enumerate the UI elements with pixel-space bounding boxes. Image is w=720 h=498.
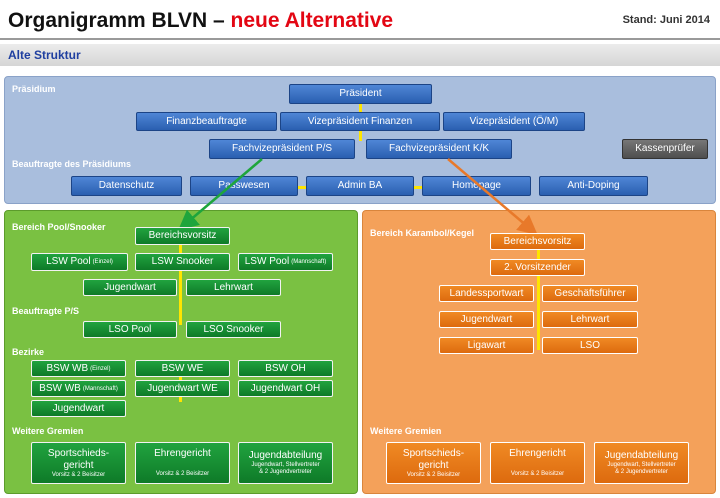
bsw-oh: BSW OH	[238, 360, 333, 377]
bsw-wb-mannschaft: BSW WB(Mannschaft)	[31, 380, 126, 397]
pool-lehrwart: Lehrwart	[186, 279, 281, 296]
karambol-geschaeftsfuehrer: Geschäftsführer	[542, 285, 638, 302]
pool-weitere-gremien-label: Weitere Gremien	[12, 426, 84, 436]
beauftragte-passwesen: Passwesen	[190, 176, 298, 196]
connector	[359, 131, 362, 141]
section-band	[0, 44, 720, 66]
page-title: Organigramm BLVN – neue Alternative	[8, 9, 393, 33]
stand-date: Stand: Juni 2014	[622, 14, 710, 26]
pool-label: Bereich Pool/Snooker	[12, 222, 106, 232]
section-title: Alte Struktur	[8, 48, 81, 62]
pool-bereichsvorsitz: Bereichsvorsitz	[135, 227, 230, 245]
fachvize-ps-box: Fachvizepräsident P/S	[209, 139, 355, 159]
connector	[537, 250, 540, 350]
karambol-jugendabteilung: Jugendabteilung Jugendwart, Stellvertret…	[594, 442, 689, 484]
beauftragte-anti-doping: Anti-Doping	[539, 176, 648, 196]
fachvize-kk-box: Fachvizepräsident K/K	[366, 139, 512, 159]
karambol-ehrengericht: Ehrengericht Vorsitz & 2 Beisitzer	[490, 442, 585, 484]
beauftragte-praesidium-label: Beauftragte des Präsidiums	[12, 159, 132, 169]
pool-jugendwart: Jugendwart	[83, 279, 177, 296]
karambol-lehrwart: Lehrwart	[542, 311, 638, 328]
lso-pool: LSO Pool	[83, 321, 177, 338]
beauftragte-homepage: Homepage	[422, 176, 531, 196]
karambol-bereichsvorsitz: Bereichsvorsitz	[490, 233, 585, 250]
vize-om-box: Vizepräsident (Ö/M)	[443, 112, 585, 131]
lsw-pool-einzel: LSW Pool(Einzel)	[31, 253, 128, 271]
praesidium-label: Präsidium	[12, 84, 56, 94]
karambol-2-vorsitzender: 2. Vorsitzender	[490, 259, 585, 276]
title-main: Organigramm BLVN –	[8, 9, 231, 32]
pool-sportschiedsgericht: Sportschieds- gericht Vorsitz & 2 Beisit…	[31, 442, 126, 484]
arrow-to-karambol	[447, 158, 538, 236]
title-accent: neue Alternative	[230, 9, 394, 32]
connector	[179, 245, 182, 325]
bezirke-label: Bezirke	[12, 347, 45, 357]
praesident-box: Präsident	[289, 84, 432, 104]
karambol-ligawart: Ligawart	[439, 337, 534, 354]
bsw-we: BSW WE	[135, 360, 230, 377]
vize-finanzen-box: Vizepräsident Finanzen	[280, 112, 440, 131]
pool-ehrengericht: Ehrengericht Vorsitz & 2 Beisitzer	[135, 442, 230, 484]
karambol-landessportwart: Landessportwart	[439, 285, 534, 302]
jugendwart-wb: Jugendwart	[31, 400, 126, 417]
beauftragte-datenschutz: Datenschutz	[71, 176, 182, 196]
finanzbeauftragte-box: Finanzbeauftragte	[136, 112, 277, 131]
karambol-sportschiedsgericht: Sportschieds- gericht Vorsitz & 2 Beisit…	[386, 442, 481, 484]
kassenpruefer-box: Kassenprüfer	[622, 139, 708, 159]
beauftragte-ps-label: Beauftragte P/S	[12, 306, 80, 316]
connector	[359, 104, 362, 114]
karambol-jugendwart: Jugendwart	[439, 311, 534, 328]
pool-jugendabteilung: Jugendabteilung Jugendwart, Stellvertret…	[238, 442, 333, 484]
bsw-wb-einzel: BSW WB(Einzel)	[31, 360, 126, 377]
lsw-pool-mannschaft: LSW Pool(Mannschaft)	[238, 253, 333, 271]
beauftragte-admin-ba: Admin BA	[306, 176, 414, 196]
arrow-to-pool	[178, 158, 263, 231]
jugendwart-oh: Jugendwart OH	[238, 380, 333, 397]
karambol-weitere-gremien-label: Weitere Gremien	[370, 426, 442, 436]
jugendwart-we: Jugendwart WE	[135, 380, 230, 397]
lso-snooker: LSO Snooker	[186, 321, 281, 338]
karambol-lso: LSO	[542, 337, 638, 354]
lsw-snooker: LSW Snooker	[135, 253, 230, 271]
header-divider	[0, 38, 720, 40]
karambol-label: Bereich Karambol/Kegel	[370, 228, 475, 238]
